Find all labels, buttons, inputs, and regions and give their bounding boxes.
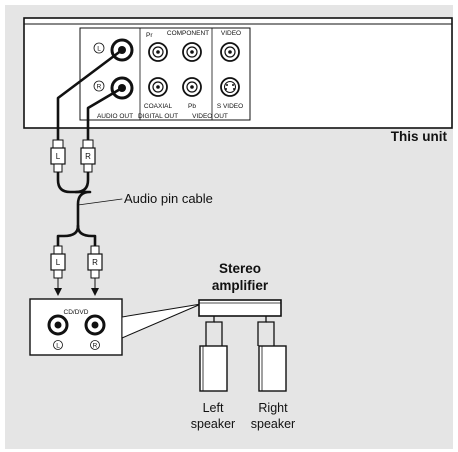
amp-jack-left (47, 314, 69, 336)
plug-lower-right-label: R (92, 258, 98, 267)
connector-plate (79, 27, 251, 121)
cable-plug-upper-left: L (50, 139, 66, 173)
svideo-jack (220, 77, 240, 97)
amplifier-input-panel: CD/DVD L R (29, 298, 123, 356)
audio-cable (56, 48, 124, 248)
left-speaker-line1: Left (203, 401, 224, 415)
cable-plug-lower-left: L (50, 245, 66, 296)
amp-panel-label: CD/DVD (64, 309, 89, 316)
cable-label: Audio pin cable (124, 191, 213, 206)
amp-jack-left-label: L (56, 343, 60, 350)
coaxial-jack (148, 77, 168, 97)
component-jack-pr (148, 42, 168, 62)
plug-upper-right-label: R (85, 152, 91, 161)
pr-label: Pr (146, 32, 153, 39)
plug-lower-left-label: L (56, 258, 61, 267)
amplifier-box (198, 299, 282, 317)
channel-r-badge (93, 80, 105, 92)
left-speaker (199, 345, 228, 392)
plug-upper-left-label: L (56, 152, 61, 161)
amp-jack-right (84, 314, 106, 336)
digital-out-label: DIGITAL OUT (138, 113, 178, 120)
video-out-label: VIDEO OUT (192, 113, 228, 120)
channel-l-label: L (97, 46, 101, 53)
right-speaker-line1: Right (258, 401, 288, 415)
svideo-label: S VIDEO (217, 103, 243, 110)
audio-out-label: AUDIO OUT (97, 113, 133, 120)
callout-wedge (121, 303, 202, 339)
coaxial-label: COAXIAL (144, 103, 173, 110)
component-jack-pb (182, 77, 202, 97)
video-jack (220, 42, 240, 62)
right-speaker-line2: speaker (251, 417, 295, 431)
video-label: VIDEO (221, 30, 241, 37)
component-jack-y (182, 42, 202, 62)
cable-plug-lower-right: R (87, 245, 103, 296)
cable-plug-upper-right: R (80, 139, 96, 173)
amp-title-line1: Stereo (219, 261, 261, 276)
unit-rear-panel: L R AUDIO OUT Pr COMPONENT VIDEO (23, 17, 453, 129)
amp-jack-right-label: R (93, 343, 98, 350)
channel-r-label: R (97, 84, 102, 91)
left-speaker-line2: speaker (191, 417, 235, 431)
amp-title-line2: amplifier (212, 278, 269, 293)
pb-label: Pb (188, 103, 196, 110)
component-label: COMPONENT (167, 30, 209, 37)
right-speaker (258, 345, 287, 392)
channel-l-badge (93, 42, 105, 54)
speaker-wires (205, 316, 275, 346)
unit-title: This unit (391, 129, 448, 144)
